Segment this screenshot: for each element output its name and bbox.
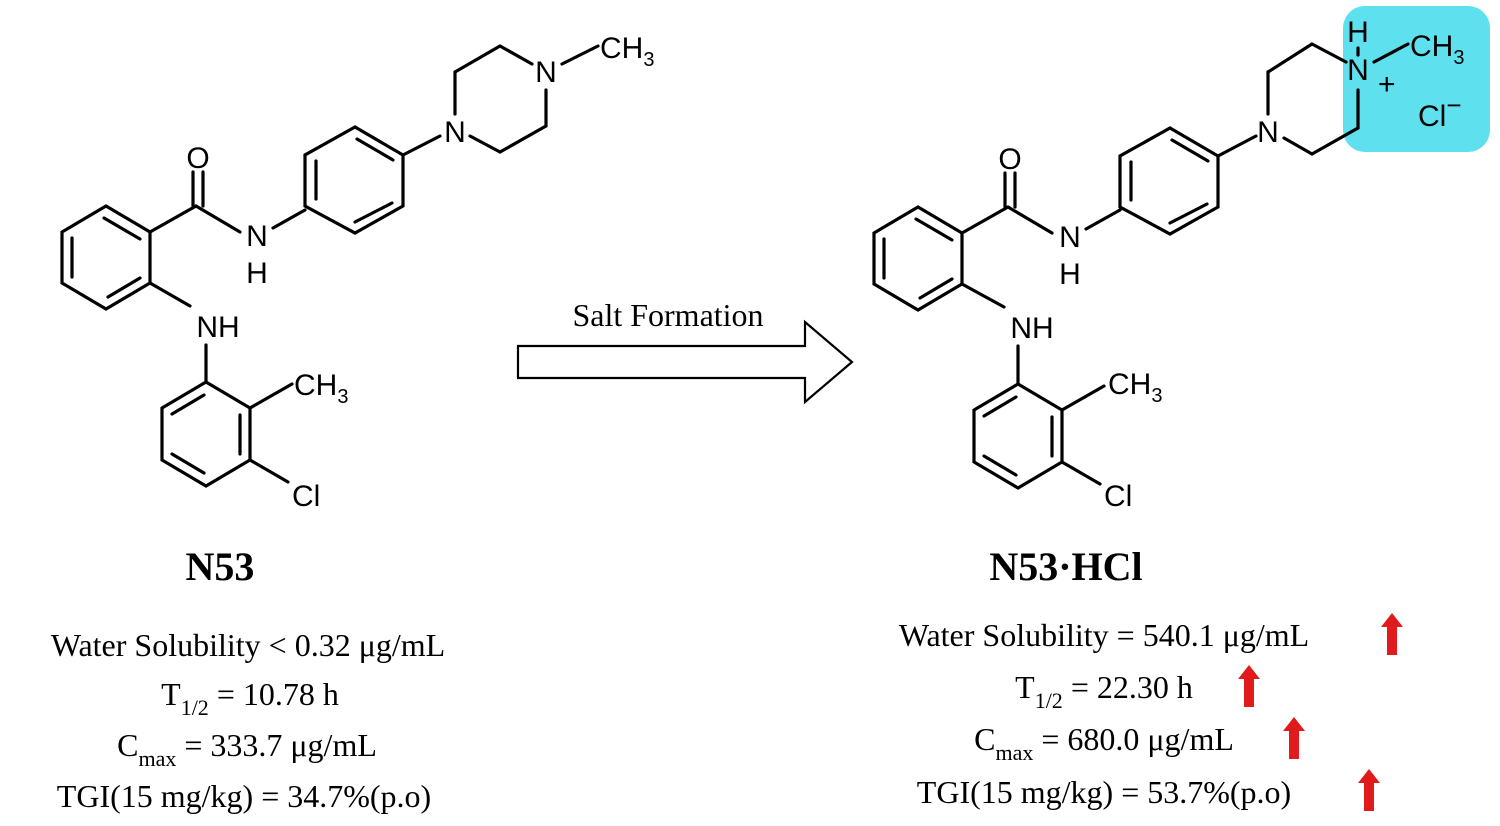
piperazine-ring xyxy=(453,44,548,154)
amine-nh-atom: NH xyxy=(1010,312,1053,345)
amide-h-atom: H xyxy=(246,257,268,290)
up-arrow-icon xyxy=(1283,717,1305,759)
positive-charge: + xyxy=(1378,68,1396,101)
open-arrow-icon xyxy=(516,319,854,405)
chlorine-atom: Cl xyxy=(292,480,320,513)
tgi-n53: TGI(15 mg/kg) = 34.7%(p.o) xyxy=(57,778,431,814)
para-phenyl-ring xyxy=(303,125,405,235)
compound-name-n53-hcl: N53·HCl xyxy=(989,544,1142,589)
chloride-counter-ion: Cl− xyxy=(1418,90,1462,133)
oxygen-atom: O xyxy=(998,143,1021,176)
half-life-n53: T1/2 = 10.78 h xyxy=(161,676,339,720)
water-solubility-n53-hcl: Water Solubility = 540.1 μg/mL xyxy=(899,617,1309,653)
protonated-n-atom: N xyxy=(1347,54,1369,87)
tgi-n53-hcl: TGI(15 mg/kg) = 53.7%(p.o) xyxy=(917,774,1291,810)
amide-n-atom: N xyxy=(1059,221,1081,254)
piperazine-n2-atom: N xyxy=(535,56,557,89)
methyl-label: CH3 xyxy=(1410,30,1464,69)
piperazine-n1-atom: N xyxy=(1257,116,1279,149)
molecule-n53-hcl: O N H N N H + CH3 Cl− xyxy=(872,6,1490,513)
ammonium-h-atom: H xyxy=(1347,16,1369,49)
water-solubility-n53: Water Solubility < 0.32 μg/mL xyxy=(51,627,445,663)
molecule-n53: O N H N N CH3 NH xyxy=(60,32,654,513)
oxygen-atom: O xyxy=(186,142,209,175)
chloro-tolyl-ring-salt xyxy=(972,382,1064,490)
up-arrow-icon xyxy=(1381,613,1403,655)
ring-methyl-label: CH3 xyxy=(1108,368,1162,407)
piperazine-ring-salt xyxy=(1266,42,1360,156)
compound-name-n53: N53 xyxy=(186,544,255,589)
cmax-n53: Cmax = 333.7 μg/mL xyxy=(117,727,377,771)
amine-nh-atom: NH xyxy=(196,311,239,344)
half-life-n53-hcl: T1/2 = 22.30 h xyxy=(1015,669,1193,713)
piperazine-n1-atom: N xyxy=(444,116,466,149)
benzoyl-ring xyxy=(60,204,152,311)
arrow-label: Salt Formation xyxy=(572,297,763,333)
salt-formation-arrow: Salt Formation xyxy=(516,297,854,405)
up-arrow-icon xyxy=(1238,665,1260,707)
benzoyl-ring-salt xyxy=(872,205,964,312)
para-phenyl-ring-salt xyxy=(1118,126,1220,236)
chlorine-atom: Cl xyxy=(1104,480,1132,513)
amide-n-atom: N xyxy=(246,220,268,253)
methyl-label: CH3 xyxy=(600,32,654,71)
chloro-tolyl-ring xyxy=(160,380,252,488)
amide-h-atom: H xyxy=(1059,258,1081,291)
protonation-highlight xyxy=(1343,6,1490,152)
cmax-n53-hcl: Cmax = 680.0 μg/mL xyxy=(974,721,1234,765)
ring-methyl-label: CH3 xyxy=(294,369,348,408)
up-arrow-icon xyxy=(1358,769,1380,811)
improvement-arrows xyxy=(1238,613,1403,811)
